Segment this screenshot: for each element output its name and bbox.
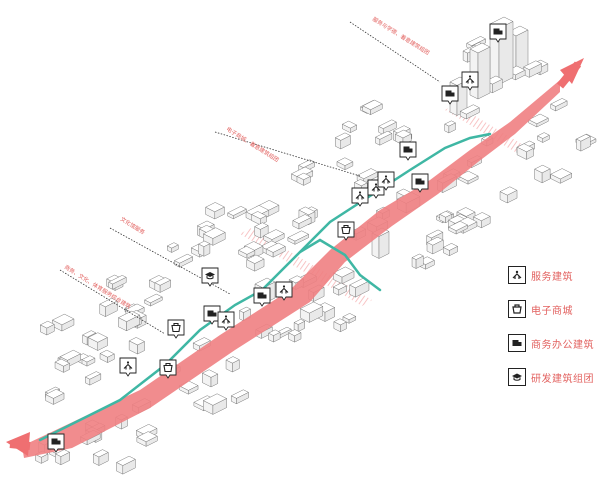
research-cluster-icon — [508, 368, 526, 386]
legend-label-service: 服务建筑 — [531, 271, 573, 283]
marker-service-6 — [217, 311, 235, 331]
leader-label-3: 文化馆服务 — [119, 215, 147, 237]
office-building-icon — [508, 334, 526, 352]
legend-label-office: 商务办公建筑 — [531, 339, 594, 351]
service-building-icon — [508, 266, 526, 284]
marker-service-11 — [351, 187, 369, 207]
marker-service-17 — [461, 71, 479, 91]
marker-mall-4 — [167, 319, 185, 339]
electronics-mall-icon — [508, 300, 526, 318]
main-corridor — [6, 58, 584, 458]
legend: 服务建筑 电子商城 商务办公建筑 研发建筑组团 — [508, 262, 608, 398]
marker-service-2 — [119, 357, 137, 377]
marker-office-16 — [441, 85, 459, 105]
legend-item-office: 商务办公建筑 — [508, 330, 608, 356]
callout-markers — [47, 23, 507, 453]
marker-office-18 — [489, 23, 507, 43]
marker-mall-3 — [159, 359, 177, 379]
legend-item-electronics-mall: 电子商城 — [508, 296, 608, 322]
marker-office-5 — [203, 305, 221, 325]
leader-label-2: 电子商城、着意建筑组团 — [225, 125, 281, 164]
legend-label-electronics-mall: 电子商城 — [531, 305, 573, 317]
green-route — [38, 132, 492, 442]
legend-item-service: 服务建筑 — [508, 262, 608, 288]
marker-research-9 — [201, 267, 219, 287]
marker-service-13 — [377, 171, 395, 191]
marker-office-15 — [411, 173, 429, 193]
marker-service-8 — [275, 281, 293, 301]
legend-label-research: 研发建筑组团 — [531, 373, 594, 385]
marker-office-14 — [399, 141, 417, 161]
marker-mall-10 — [337, 221, 355, 241]
legend-item-research: 研发建筑组团 — [508, 364, 608, 390]
marker-office-1 — [47, 433, 65, 453]
marker-office-7 — [253, 287, 271, 307]
leader-label-1: 服务与学德、着意建筑组团 — [371, 15, 432, 57]
